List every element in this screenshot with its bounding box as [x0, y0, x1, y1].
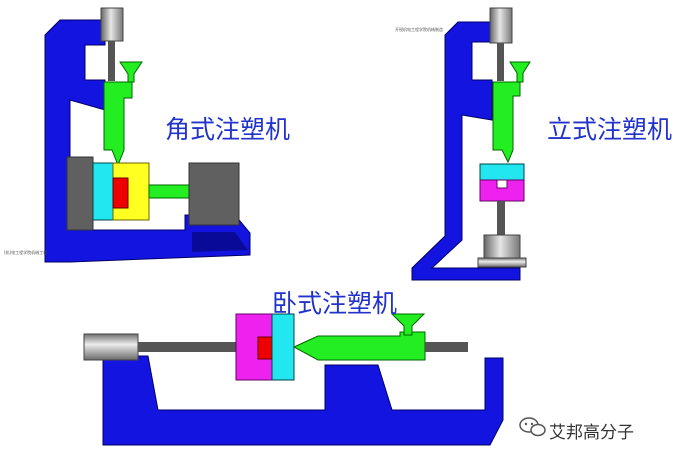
watermark-text: 艾邦高分子 [549, 423, 634, 443]
angle-machine-frame [44, 19, 251, 263]
vertical-base-plate [477, 257, 527, 268]
horizontal-injection-barrel [292, 331, 426, 361]
angle-clamp-cylinder [188, 162, 240, 226]
vertical-mold-cyan [479, 163, 525, 181]
angle-hopper [119, 61, 143, 83]
vertical-injection-machine [411, 7, 531, 281]
horizontal-machine-label: 卧式注塑机 [272, 289, 398, 318]
angle-plunger-rod [108, 41, 115, 81]
horizontal-hopper [390, 313, 426, 336]
horizontal-left-cylinder [83, 333, 139, 361]
vertical-bottom-cylinder [483, 234, 521, 261]
vertical-top-cylinder [489, 7, 513, 44]
horizontal-machine-frame [102, 355, 504, 446]
angle-clamp-rod [148, 184, 190, 199]
vertical-machine-label: 立式注塑机 [547, 115, 673, 144]
horizontal-mold-cavity [257, 336, 273, 360]
angle-machine-frame-shadow [192, 232, 248, 252]
angle-left-platen [66, 156, 94, 231]
angle-mold-cavity [112, 177, 129, 209]
horizontal-tie-rod [138, 342, 238, 352]
tiny-caption-left: [机]电工程学院机械工程 [4, 250, 48, 255]
angle-injection-machine [44, 7, 251, 263]
angle-injection-barrel [103, 81, 133, 167]
vertical-mold-cavity [496, 179, 508, 189]
horizontal-mold-cyan [271, 313, 295, 381]
angle-top-cylinder [100, 7, 124, 42]
vertical-injection-barrel [492, 81, 521, 164]
angle-mold-cyan [92, 162, 114, 221]
vertical-plunger-rod [497, 43, 504, 81]
wechat-icon [519, 417, 546, 437]
angle-machine-label: 角式注塑机 [165, 115, 291, 144]
vertical-ejector-rod [497, 201, 505, 235]
vertical-hopper [509, 61, 531, 83]
horizontal-screw-rod [425, 342, 468, 352]
horizontal-injection-machine [83, 313, 504, 446]
vertical-machine-frame [411, 21, 521, 281]
tiny-caption-right: 开锐机电工程学院机械制造 [395, 27, 443, 32]
